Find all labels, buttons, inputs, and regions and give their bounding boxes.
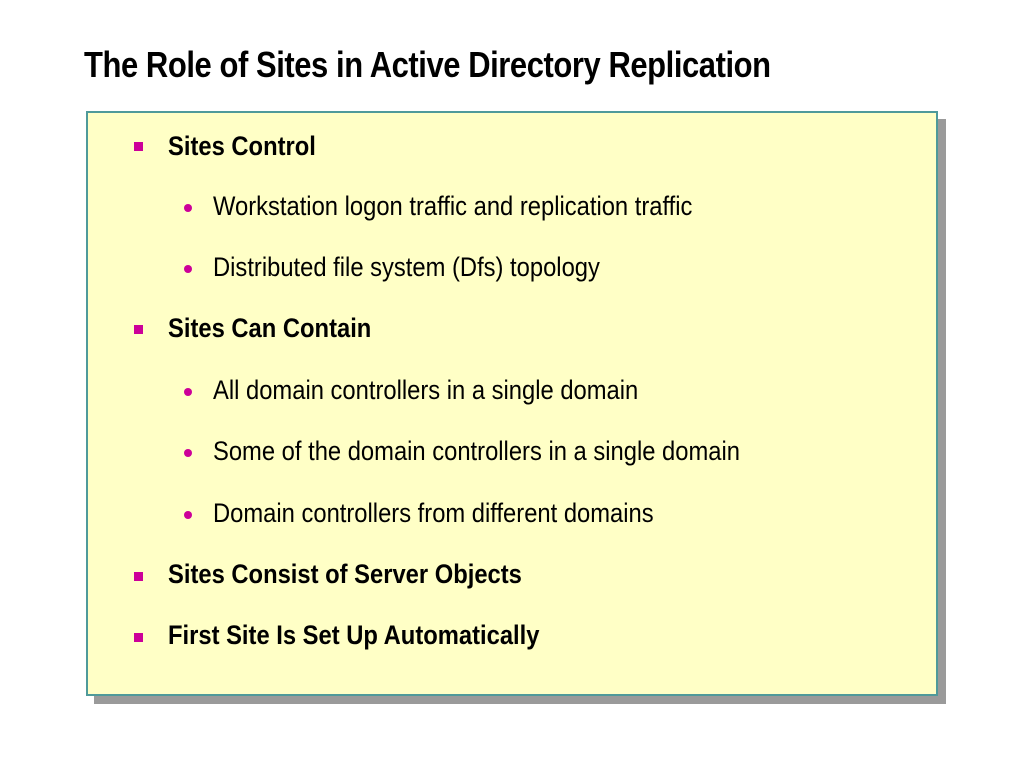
sub-bullet-item: Domain controllers from different domain… bbox=[213, 498, 654, 528]
square-bullet-icon bbox=[134, 633, 143, 642]
bullet-item: Sites Can Contain bbox=[168, 313, 372, 343]
slide-title: The Role of Sites in Active Directory Re… bbox=[84, 44, 771, 85]
square-bullet-icon bbox=[134, 142, 143, 151]
sub-bullet-item: Some of the domain controllers in a sing… bbox=[213, 436, 740, 466]
dot-bullet-icon bbox=[184, 388, 192, 396]
dot-bullet-icon bbox=[184, 204, 192, 212]
bullet-item: Sites Consist of Server Objects bbox=[168, 559, 522, 589]
sub-bullet-item: All domain controllers in a single domai… bbox=[213, 375, 639, 405]
dot-bullet-icon bbox=[184, 449, 192, 457]
bullet-item: Sites Control bbox=[168, 131, 316, 161]
dot-bullet-icon bbox=[184, 511, 192, 519]
sub-bullet-item: Distributed file system (Dfs) topology bbox=[213, 252, 600, 282]
dot-bullet-icon bbox=[184, 265, 192, 273]
bullet-list: Sites Control Workstation logon traffic … bbox=[88, 113, 936, 694]
bullet-item: First Site Is Set Up Automatically bbox=[168, 620, 540, 650]
sub-bullet-item: Workstation logon traffic and replicatio… bbox=[213, 191, 693, 221]
square-bullet-icon bbox=[134, 572, 143, 581]
content-box: Sites Control Workstation logon traffic … bbox=[86, 111, 938, 696]
square-bullet-icon bbox=[134, 325, 143, 334]
